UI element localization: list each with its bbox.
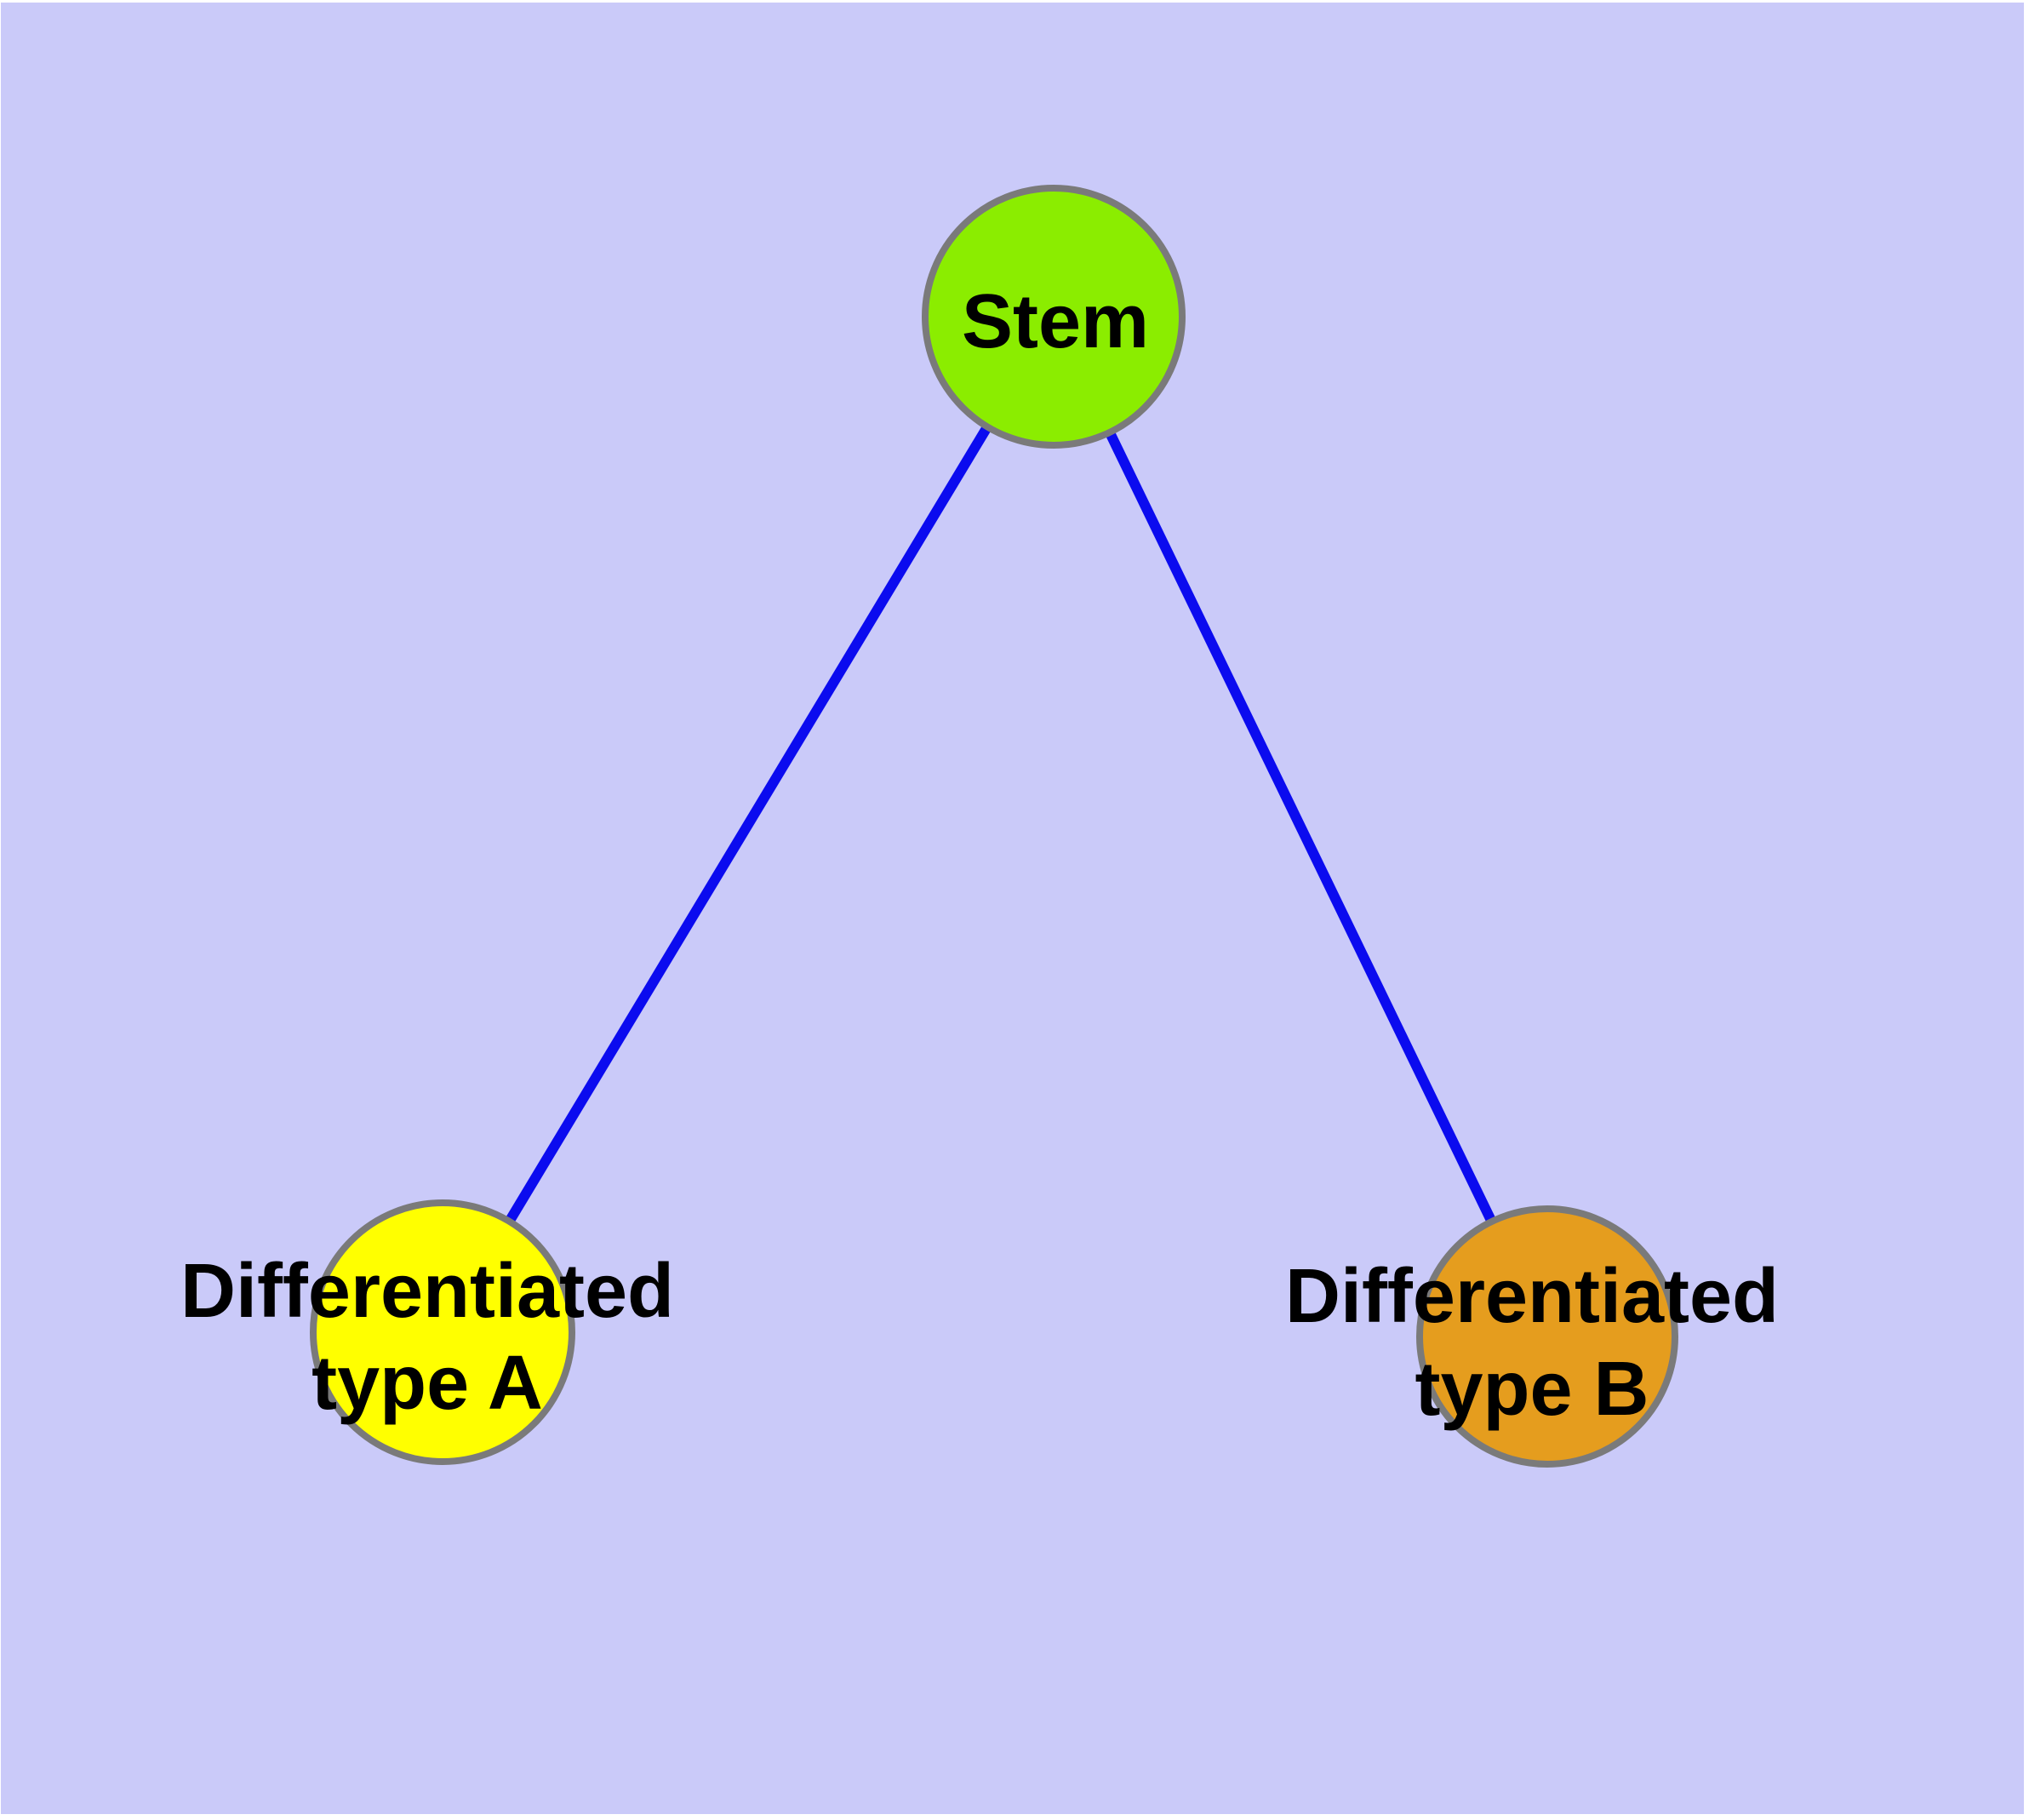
edge-stem-diff-type-b (1049, 314, 1552, 1339)
node-diff-type-b (1416, 1205, 1678, 1468)
label-diff-type-b-line-2: type B (1415, 1347, 1649, 1432)
label-diff-type-a-line-1: Differentiated (180, 1249, 674, 1334)
edges-layer (437, 313, 1552, 1339)
label-diff-type-a-line-2: type A (311, 1341, 543, 1426)
label-stem: Stem (962, 279, 1149, 364)
node-stem (922, 185, 1186, 449)
edge-stem-diff-type-a (437, 313, 1059, 1336)
node-diff-type-a (310, 1199, 575, 1465)
label-stem-line-1: Stem (962, 279, 1149, 364)
label-diff-type-b-line-1: Differentiated (1285, 1254, 1779, 1339)
nodes-layer (310, 185, 1678, 1468)
